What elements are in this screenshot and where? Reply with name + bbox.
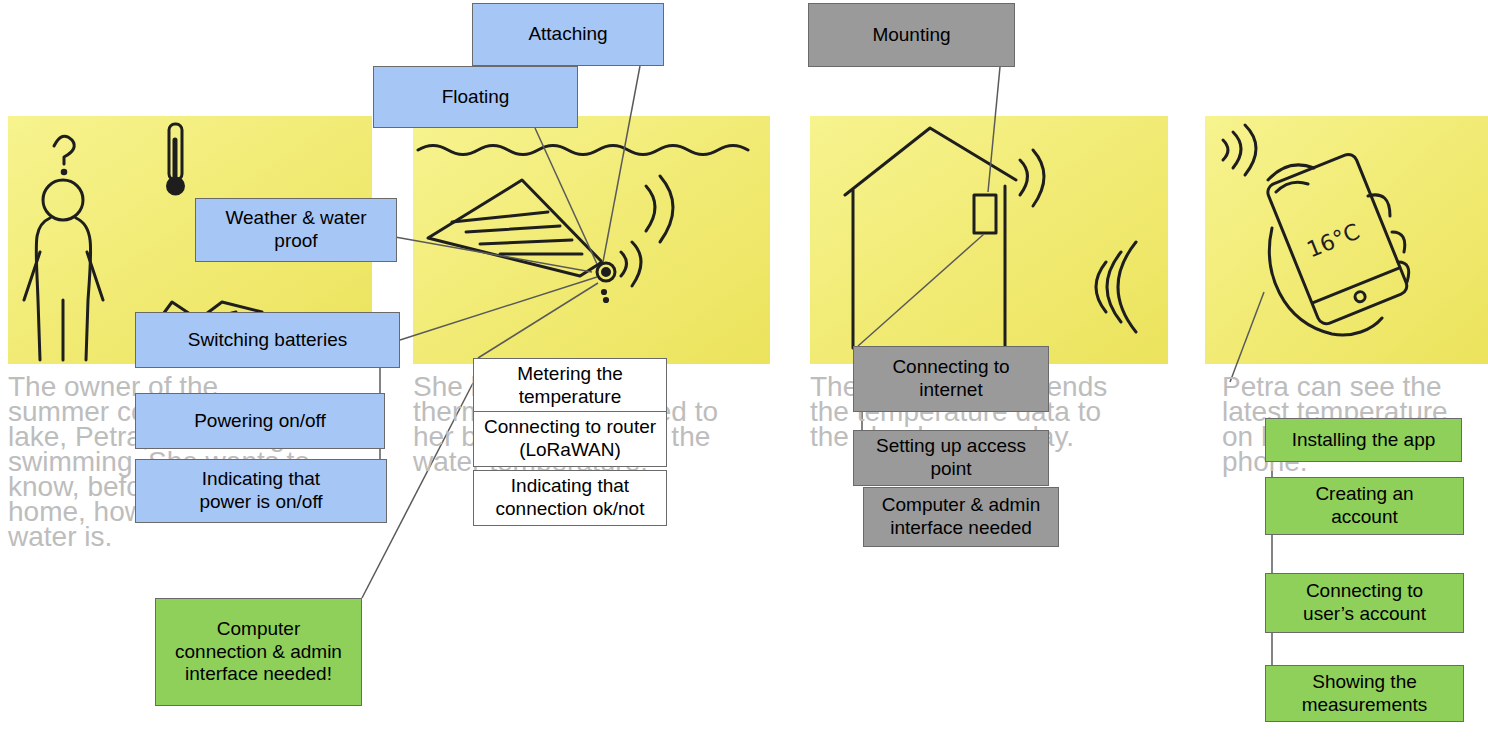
box-text: Attaching xyxy=(528,23,607,46)
requirement-box: Indicating that connection ok/not xyxy=(473,470,667,526)
connector-line xyxy=(1271,633,1273,665)
box-text: Switching batteries xyxy=(188,329,347,352)
box-text: Installing the app xyxy=(1292,429,1436,452)
box-text: Indicating that power is on/off xyxy=(176,468,346,514)
box-text: Creating an account xyxy=(1296,483,1433,529)
requirement-box: Indicating that power is on/off xyxy=(135,459,387,523)
box-text: Metering the temperature xyxy=(480,363,660,409)
box-text: Connecting to router (LoRaWAN) xyxy=(480,416,660,462)
requirement-box: Weather & water proof xyxy=(195,198,397,262)
box-text: Setting up access point xyxy=(868,435,1034,481)
requirement-box: Attaching xyxy=(472,3,664,66)
box-text: Computer & admin interface needed xyxy=(874,494,1048,540)
requirement-box: Computer & admin interface needed xyxy=(863,487,1059,547)
connector-line xyxy=(379,449,381,459)
requirement-box: Metering the temperature xyxy=(473,358,667,414)
requirement-box: Setting up access point xyxy=(853,430,1049,486)
box-text: Connecting to user’s account xyxy=(1280,580,1449,626)
requirement-box: Powering on/off xyxy=(135,393,385,449)
box-text: Indicating that connection ok/not xyxy=(480,475,660,521)
requirement-box: Computer connection & admin interface ne… xyxy=(155,598,362,706)
requirement-box: Showing the measurements xyxy=(1265,665,1464,722)
requirement-box: Connecting to internet xyxy=(853,346,1049,412)
box-text: Mounting xyxy=(872,24,950,47)
sketch-phone xyxy=(1223,125,1409,335)
box-text: Weather & water proof xyxy=(218,207,374,253)
requirement-box: Connecting to router (LoRaWAN) xyxy=(473,411,667,467)
requirement-box: Creating an account xyxy=(1265,477,1464,535)
requirement-box: Floating xyxy=(373,66,578,128)
box-text: Connecting to internet xyxy=(884,356,1018,402)
connector-line xyxy=(379,368,381,393)
requirement-box: Connecting to user’s account xyxy=(1265,573,1464,633)
sketch-boat xyxy=(418,146,748,302)
box-text: Computer connection & admin interface ne… xyxy=(174,618,343,686)
connector-line xyxy=(1271,535,1273,573)
box-text: Floating xyxy=(442,86,510,109)
requirement-box: Installing the app xyxy=(1265,418,1462,462)
requirement-box: Switching batteries xyxy=(135,312,400,368)
box-text: Powering on/off xyxy=(194,410,326,433)
requirement-box: Mounting xyxy=(808,3,1015,67)
box-text: Showing the measurements xyxy=(1296,671,1433,717)
handwritten-reading: 16°C xyxy=(1303,219,1363,263)
